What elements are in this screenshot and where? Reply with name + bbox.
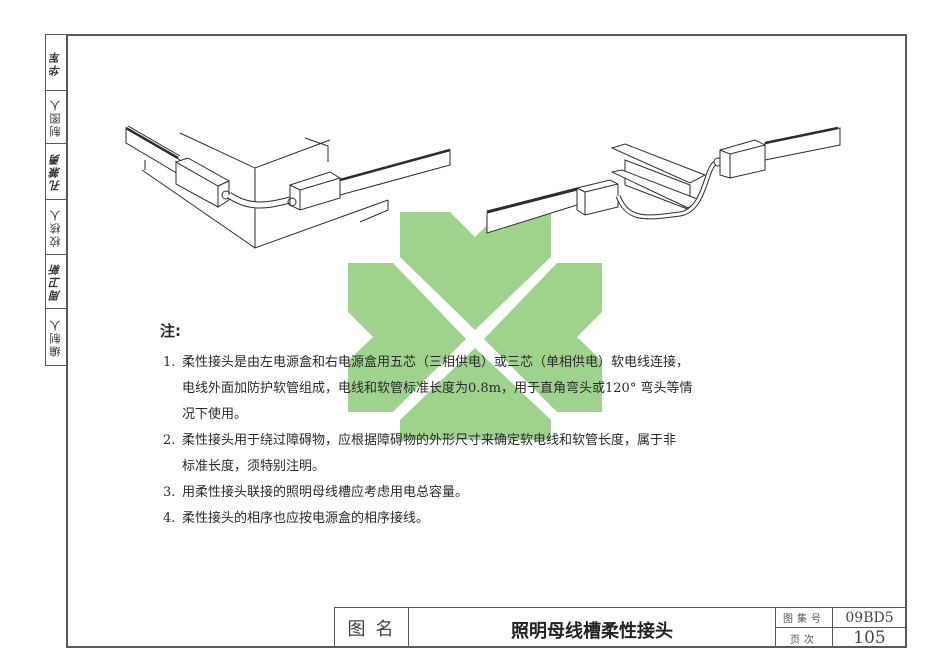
drawing-frame: [66, 34, 907, 648]
drawing-title: 照明母线槽柔性接头: [409, 608, 776, 648]
note-item: 4. 柔性接头的相序也应按电源盒的相序接线。: [163, 511, 430, 526]
figure-elbow: [125, 125, 451, 249]
role-cell: 制图人: [46, 91, 66, 144]
figure-bypass: [486, 126, 841, 234]
page-number-value: 105: [853, 628, 886, 648]
notes-heading: 注:: [160, 322, 181, 340]
role-cell: 校核人: [46, 200, 66, 255]
signature-cell: 周卫新: [46, 255, 66, 309]
signature-cell: 孔兼勇: [46, 144, 66, 200]
signature-strip: 华军 制图人 孔兼勇 校核人 周卫新 编制人: [45, 34, 66, 366]
atlas-number-value: 09BD5: [833, 608, 906, 628]
page-number-label: 页次: [776, 628, 833, 648]
title-block: 图名 照明母线槽柔性接头 图集号 09BD5 页次 105: [334, 607, 907, 648]
drawing-name-label: 图名: [335, 608, 409, 648]
note-item: 1. 柔性接头是由左电源盒和右电源盒用五芯（三相供电）或三芯（单相供电）软电线连…: [163, 355, 693, 422]
atlas-number-label: 图集号: [776, 608, 833, 628]
signature-cell: 华军: [46, 35, 66, 91]
note-item: 2. 柔性接头用于绕过障碍物，应根据障碍物的外形尺寸来确定软电线和软管长度，属于…: [163, 433, 677, 474]
notes-section: 注: 1. 柔性接头是由左电源盒和右电源盒用五芯（三相供电）或三芯（单相供电）软…: [160, 318, 860, 532]
note-item: 3. 用柔性接头联接的照明母线槽应考虑用电总容量。: [163, 485, 469, 500]
